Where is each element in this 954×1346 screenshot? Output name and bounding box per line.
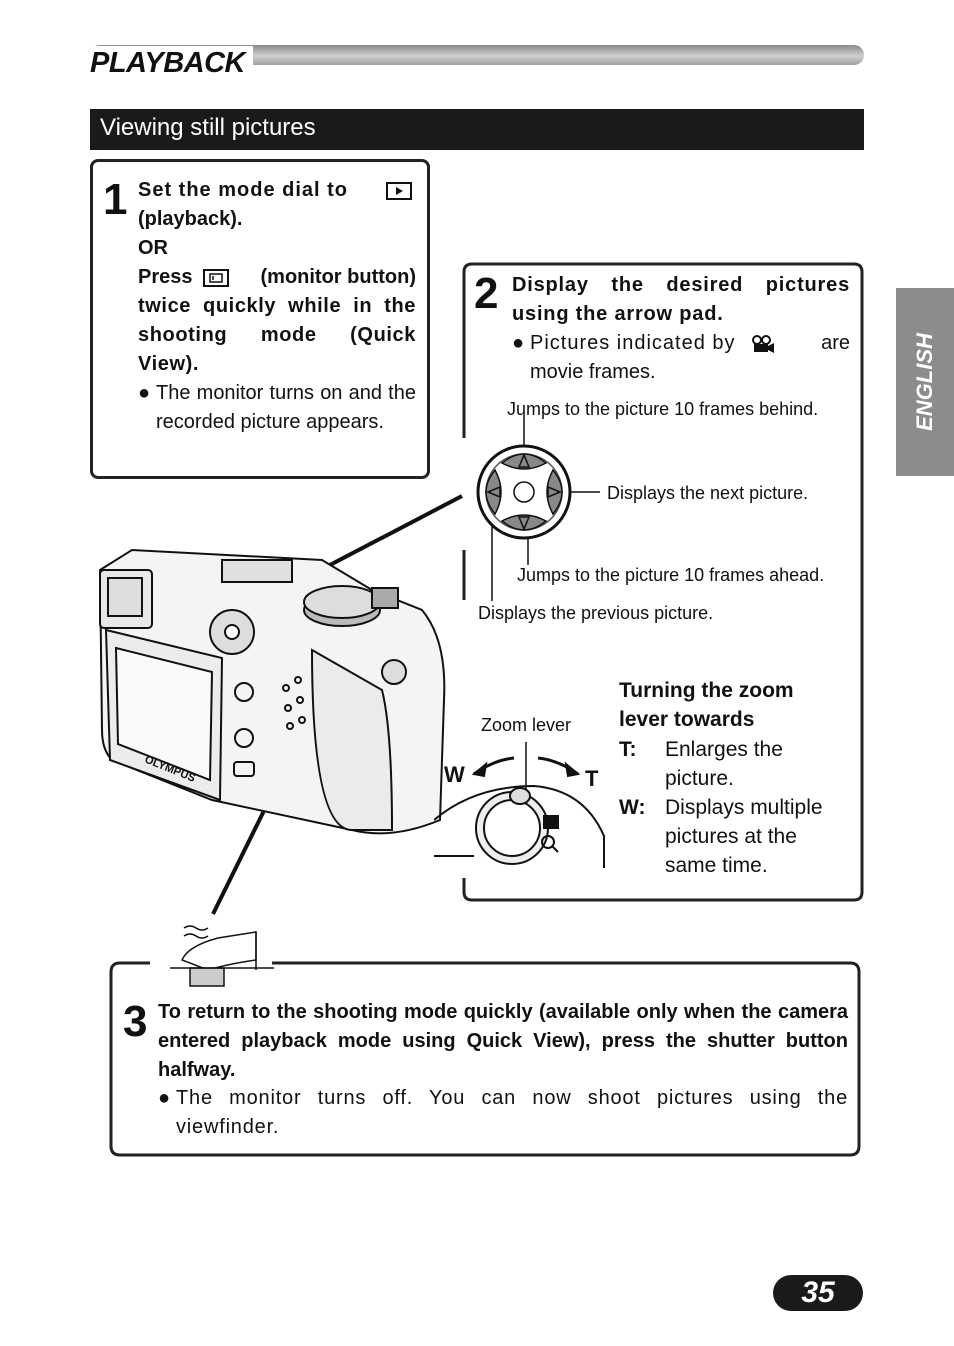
t-key: T [619, 738, 630, 761]
zoom-t-row: T: Enlarges the picture. [619, 735, 849, 793]
step-3-title: To return to the shooting mode quickly (… [158, 1001, 848, 1081]
zoom-w-row: W: Displays multiple pictures at the sam… [619, 793, 849, 880]
step-1-number: 1 [103, 175, 128, 224]
step-2-bullet: ● Pictures indicated by are movie frames… [512, 329, 850, 387]
label-left: Displays the previous picture. [478, 603, 714, 623]
step-1-text: Set the mode dial to (playback). OR Pres… [138, 176, 416, 437]
step-1-box [90, 159, 430, 479]
step-1-or: OR [138, 237, 168, 259]
step-1-press-b: (monitor button) [260, 266, 417, 288]
step-1-press: Press [138, 266, 193, 288]
t-mark: T [585, 766, 599, 791]
page-title: PLAYBACK [90, 46, 253, 80]
step-2-title: Display the desired pictures using the a… [512, 274, 850, 325]
step-2-bullet-b: movie frames. [530, 361, 656, 383]
header-bar [90, 45, 864, 65]
movie-icon [750, 334, 776, 354]
t-key-wrap: T: [619, 738, 637, 761]
w-key-wrap: W: [619, 796, 646, 819]
bullet-dot: ● [158, 1087, 171, 1109]
shutter-finger-illustration [170, 925, 274, 987]
page-number-badge [773, 1275, 863, 1311]
monitor-button-icon [202, 268, 229, 287]
label-down: Jumps to the picture 10 frames ahead. [517, 565, 825, 585]
arrow-pad-icon [476, 415, 600, 601]
step-3-bullet-row: ● The monitor turns off. You can now sho… [158, 1084, 848, 1142]
bullet-dot: ● [512, 332, 525, 354]
w-desc: Displays multiple pictures at the same t… [665, 796, 823, 877]
camera-illustration: OLYMPUS [98, 548, 446, 835]
step-1-rest: twice quickly while in the shooting mode… [138, 295, 416, 375]
step-1-bullet: The monitor turns on and the recorded pi… [156, 382, 416, 433]
step-1-line1: Set the mode dial to [138, 179, 349, 201]
t-desc: Enlarges the picture. [665, 738, 783, 790]
label-right: Displays the next picture. [607, 483, 809, 503]
w-mark: W [444, 762, 465, 787]
zoom-title: Turning the zoom lever towards [619, 679, 794, 731]
bullet-dot: ● [138, 382, 151, 404]
language-tab: ENGLISH [896, 288, 954, 476]
page-number: 35 [801, 1276, 835, 1309]
zoom-lever-illustration [434, 742, 605, 868]
label-up: Jumps to the picture 10 frames behind. [507, 399, 819, 419]
section-title: Viewing still pictures [100, 114, 316, 141]
playback-icon [386, 181, 412, 200]
step-1-line1b: (playback). [138, 208, 243, 230]
step-2-number: 2 [474, 269, 499, 318]
section-band [90, 109, 864, 150]
zoom-lever-label: Zoom lever [481, 715, 572, 735]
step-3-number: 3 [123, 997, 148, 1046]
step-2-bullet-b-first: are [821, 332, 850, 354]
w-key: W [619, 796, 639, 819]
step-2-bullet-a: Pictures indicated by [530, 332, 736, 354]
step-3-bullet: The monitor turns off. You can now shoot… [176, 1087, 848, 1138]
